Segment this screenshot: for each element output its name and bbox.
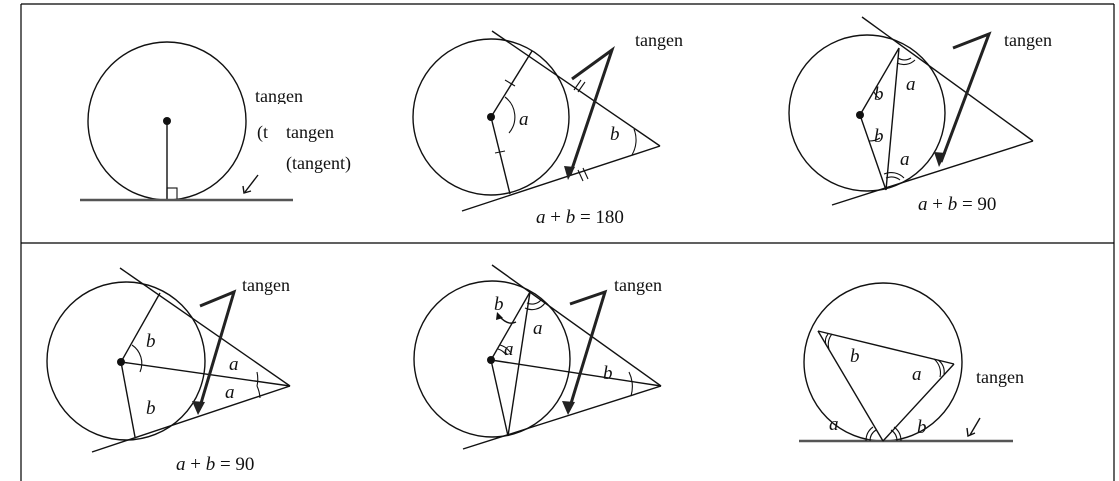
label-b: b bbox=[917, 417, 927, 438]
label-a: a bbox=[533, 318, 543, 339]
label-b: b bbox=[146, 331, 156, 352]
label-tangen: tangen bbox=[976, 367, 1024, 387]
panel-tangent-chord-isosceles: b a a b tangen bbox=[413, 264, 662, 450]
panel-tangents-from-point-180: a b tangen a + b = 180 bbox=[412, 30, 683, 228]
label-a: a bbox=[906, 74, 916, 95]
label-tangen: tangen bbox=[1004, 30, 1052, 50]
label-b: b bbox=[874, 126, 884, 147]
label-tangen-t: (t bbox=[257, 122, 268, 143]
label-b: b bbox=[494, 294, 504, 315]
label-a: a bbox=[519, 109, 529, 130]
table-frame bbox=[20, 3, 1115, 481]
panel-alternate-segment: b a a b tangen bbox=[799, 282, 1024, 443]
label-b: b bbox=[146, 398, 156, 419]
label-b: b bbox=[874, 84, 884, 105]
label-b: b bbox=[610, 124, 620, 145]
label-tangen: tangen bbox=[614, 275, 662, 295]
label-a: a bbox=[225, 382, 235, 403]
label-b: b bbox=[603, 363, 613, 384]
label-tangen: tangen bbox=[255, 86, 303, 106]
label-a: a bbox=[829, 414, 839, 435]
label-tangen: tangen bbox=[635, 30, 683, 50]
label-a: a bbox=[229, 354, 239, 375]
label-a: a bbox=[900, 149, 910, 170]
label-tangen: tangen bbox=[286, 122, 334, 142]
panel-tangent-chord-90: b a b a tangen a + b = 90 bbox=[788, 16, 1052, 215]
label-a: a bbox=[504, 339, 514, 360]
panel-tangents-bisect-90: b b a a tangen a + b = 90 bbox=[46, 267, 291, 475]
equation-a-plus-b-90: a + b = 90 bbox=[176, 454, 254, 475]
equation-a-plus-b-180: a + b = 180 bbox=[536, 207, 624, 228]
equation-a-plus-b-90: a + b = 90 bbox=[918, 194, 996, 215]
label-a: a bbox=[912, 364, 922, 385]
label-tangen: tangen bbox=[242, 275, 290, 295]
label-b: b bbox=[850, 346, 860, 367]
panel-radius-perpendicular-tangent: tangen (t tangen (tangent) bbox=[80, 41, 351, 202]
label-tangent: (tangent) bbox=[286, 153, 351, 174]
